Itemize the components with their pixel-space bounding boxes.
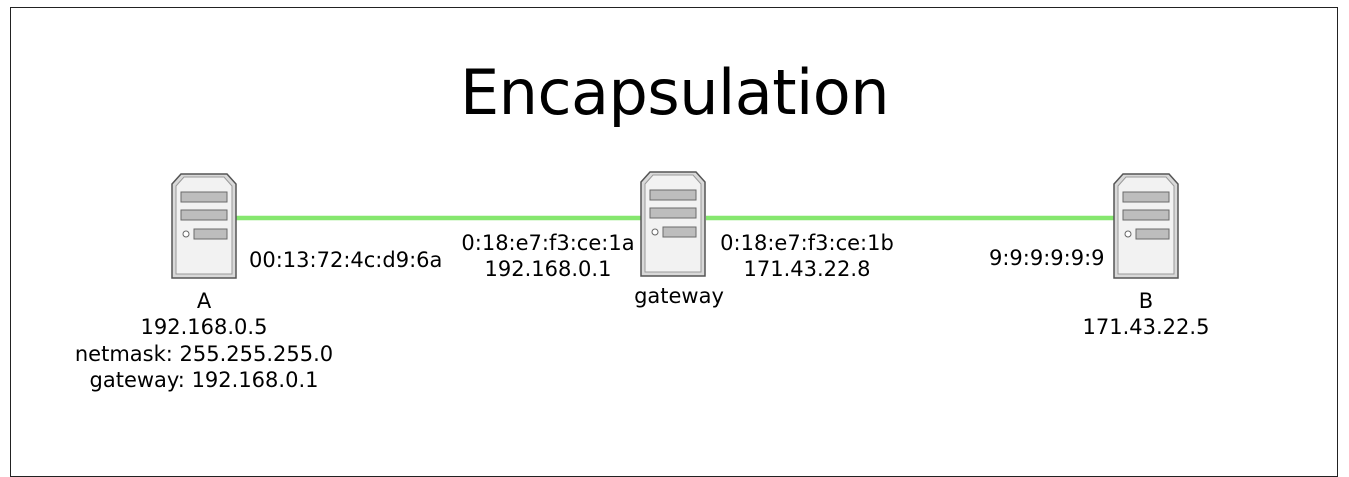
gateway-left-interface: 0:18:e7:f3:ce:1a 192.168.0.1 <box>456 230 640 283</box>
mac-label-a: 00:13:72:4c:d9:6a <box>249 248 443 272</box>
host-b-ip: 171.43.22.5 <box>1082 315 1210 340</box>
mac-label-b: 9:9:9:9:9:9 <box>989 246 1105 270</box>
host-name-b: B <box>1138 289 1154 313</box>
mac-label-gateway-left: 0:18:e7:f3:ce:1a <box>461 231 635 255</box>
server-icon <box>640 171 706 277</box>
gateway-right-interface: 0:18:e7:f3:ce:1b 171.43.22.8 <box>716 230 898 283</box>
host-name-gateway: gateway <box>634 284 724 308</box>
host-a-ip: 192.168.0.5 <box>140 315 268 340</box>
server-icon <box>1113 173 1179 279</box>
network-diagram <box>171 171 1179 279</box>
ip-label-gateway-left: 192.168.0.1 <box>484 257 612 282</box>
host-a-info: A 192.168.0.5 netmask: 255.255.255.0 gat… <box>64 288 344 393</box>
host-a-netmask: netmask: 255.255.255.0 <box>74 341 334 366</box>
host-a-gateway: gateway: 192.168.0.1 <box>89 367 319 392</box>
host-b-info: B 171.43.22.5 <box>1066 288 1226 341</box>
server-icon <box>171 173 237 279</box>
ip-label-gateway-right: 171.43.22.8 <box>743 257 871 282</box>
host-name-a: A <box>196 289 212 313</box>
slide-title: Encapsulation <box>460 56 889 129</box>
mac-label-gateway-right: 0:18:e7:f3:ce:1b <box>720 231 894 255</box>
